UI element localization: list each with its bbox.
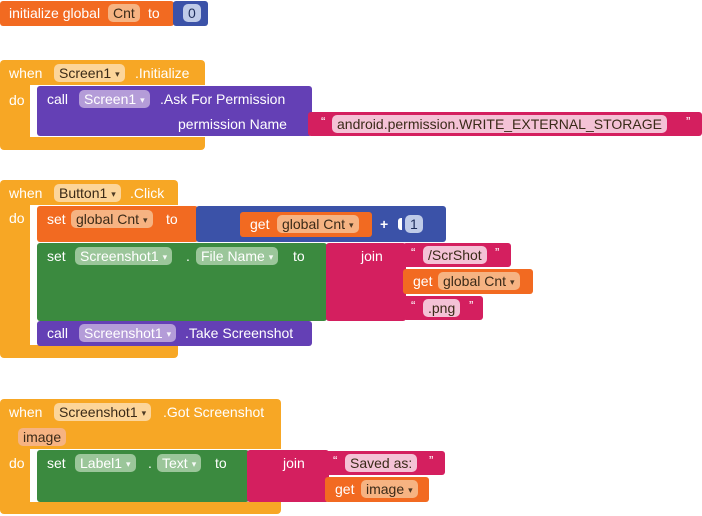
variable-dropdown-global-cnt[interactable]: global Cnt▾ — [71, 210, 153, 228]
do-label: do — [9, 92, 25, 108]
to-label: to — [166, 211, 178, 227]
variable-dropdown-image[interactable]: image▾ — [361, 480, 418, 498]
dot-label: . — [148, 455, 152, 471]
number-block[interactable]: 1 — [402, 214, 432, 234]
set-label: set — [47, 455, 66, 471]
method-name-label: .Take Screenshot — [185, 325, 294, 341]
event-name-label: .Click — [130, 185, 165, 201]
variable-dropdown-global-cnt[interactable]: global Cnt▾ — [438, 272, 520, 290]
variable-name-field[interactable]: Cnt — [108, 4, 140, 22]
set-label: set — [47, 248, 66, 264]
do-label: do — [9, 210, 25, 226]
text-field-scrshot[interactable]: /ScrShot — [423, 246, 487, 264]
variable-dropdown-global-cnt[interactable]: global Cnt▾ — [277, 215, 359, 233]
text-block-png[interactable]: “ .png ” — [403, 296, 483, 320]
text-field-saved-as[interactable]: Saved as: — [345, 454, 418, 472]
component-dropdown-label1[interactable]: Label1▾ — [75, 454, 136, 472]
text-block-scrshot[interactable]: “ /ScrShot ” — [403, 243, 511, 267]
event-name-label: .Got Screenshot — [163, 404, 265, 420]
component-dropdown-screen1[interactable]: Screen1▾ — [54, 64, 125, 82]
get-label: get — [413, 273, 433, 289]
number-value-field[interactable]: 0 — [183, 4, 201, 22]
to-label: to — [293, 248, 305, 264]
call-label: call — [47, 325, 69, 341]
method-name-label: .Ask For Permission — [160, 91, 286, 107]
set-global-cnt-block[interactable]: set global Cnt▾ to — [37, 206, 198, 242]
get-image-block[interactable]: get image▾ — [325, 477, 429, 502]
permission-name-label: permission Name — [178, 116, 287, 132]
number-block[interactable]: 0 — [173, 1, 208, 26]
get-global-cnt-block[interactable]: get global Cnt▾ — [240, 212, 372, 237]
get-label: get — [250, 216, 270, 232]
component-dropdown-screen1-call[interactable]: Screen1▾ — [79, 90, 150, 108]
dot-label: . — [186, 248, 190, 264]
when-label: when — [9, 185, 43, 201]
open-quote-icon: “ — [321, 114, 326, 129]
plus-operator: + — [380, 216, 389, 232]
close-quote-icon: ” — [495, 245, 500, 260]
text-field-png[interactable]: .png — [423, 299, 461, 317]
component-dropdown-screenshot1-call[interactable]: Screenshot1▾ — [79, 324, 177, 342]
set-label-text-block[interactable]: set Label1▾ . Text▾ to — [37, 450, 249, 502]
component-dropdown-button1[interactable]: Button1▾ — [54, 184, 121, 202]
property-dropdown-text[interactable]: Text▾ — [157, 454, 202, 472]
do-label: do — [9, 455, 25, 471]
when-label: when — [9, 404, 43, 420]
ask-permission-call-block[interactable]: call Screen1▾ .Ask For Permission permis… — [37, 86, 312, 136]
join-block[interactable]: join — [326, 243, 406, 321]
to-label: to — [215, 455, 227, 471]
get-global-cnt-block-2[interactable]: get global Cnt▾ — [403, 269, 533, 294]
take-screenshot-call-block[interactable]: call Screenshot1▾ .Take Screenshot — [37, 321, 312, 346]
set-label: set — [47, 211, 66, 227]
text-block-saved-as[interactable]: “ Saved as: ” — [325, 451, 445, 475]
when-label: when — [9, 65, 43, 81]
component-dropdown-screenshot1[interactable]: Screenshot1▾ — [54, 403, 152, 421]
permission-text-block[interactable]: “ android.permission.WRITE_EXTERNAL_STOR… — [308, 112, 702, 136]
close-quote-icon: ” — [469, 298, 474, 313]
join-label: join — [361, 248, 383, 264]
open-quote-icon: “ — [411, 298, 416, 313]
initialize-global-block[interactable]: initialize global Cnt to — [0, 1, 174, 26]
call-label: call — [47, 91, 69, 107]
initialize-global-label: initialize global — [9, 5, 101, 21]
input-notch — [173, 7, 179, 19]
number-value-field[interactable]: 1 — [405, 215, 423, 233]
event-parameter-image[interactable]: image — [18, 428, 67, 446]
open-quote-icon: “ — [411, 245, 416, 260]
component-dropdown-screenshot1[interactable]: Screenshot1▾ — [75, 247, 173, 265]
join-label: join — [283, 455, 305, 471]
open-quote-icon: “ — [333, 453, 338, 468]
to-label: to — [148, 5, 160, 21]
get-label: get — [335, 481, 355, 497]
join-block[interactable]: join — [247, 450, 329, 502]
close-quote-icon: ” — [429, 453, 434, 468]
event-name-label: .Initialize — [135, 65, 190, 81]
close-quote-icon: ” — [686, 114, 691, 129]
input-notch — [398, 218, 403, 230]
property-dropdown-file-name[interactable]: File Name▾ — [196, 247, 279, 265]
permission-text-field[interactable]: android.permission.WRITE_EXTERNAL_STORAG… — [332, 115, 667, 133]
set-file-name-block[interactable]: set Screenshot1▾ . File Name▾ to — [37, 243, 327, 321]
